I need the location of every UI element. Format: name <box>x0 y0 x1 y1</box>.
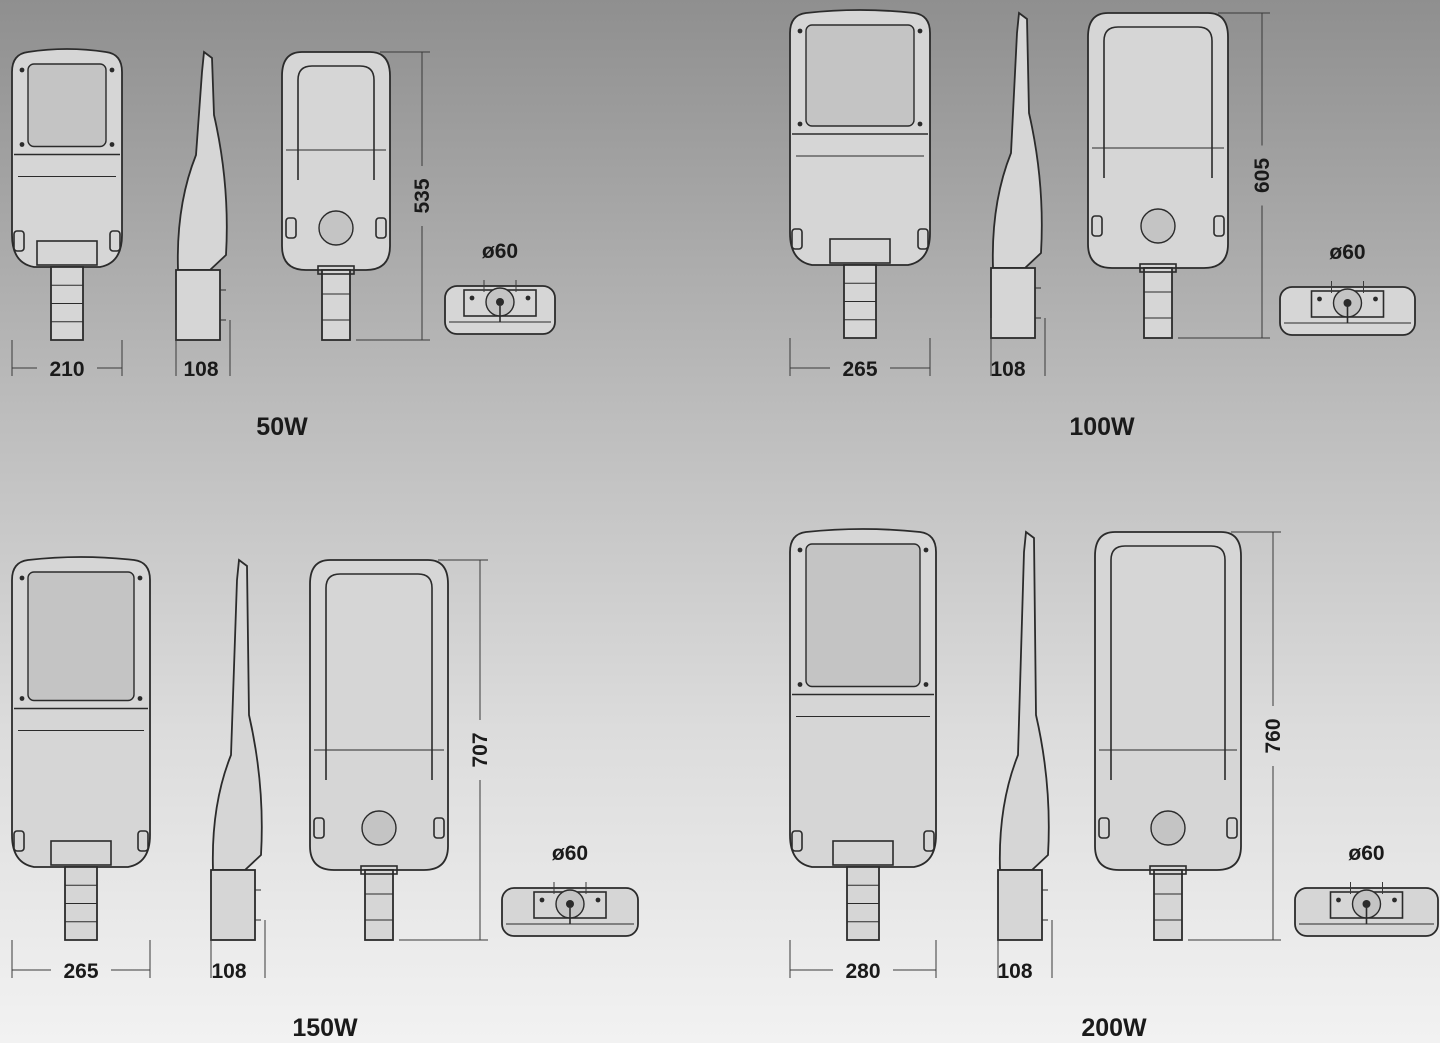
height-dimension: 760 <box>1262 718 1285 753</box>
rear-arm <box>321 269 351 341</box>
rear-arm <box>364 869 394 941</box>
side-arm <box>210 869 256 941</box>
variant-150w-panel: ø60 265 108 707 150W <box>11 556 639 1042</box>
height-dimension: 535 <box>411 178 434 213</box>
variant-50w-panel: ø60 210 108 535 50W <box>11 48 556 441</box>
rear-sensor <box>318 210 354 246</box>
depth-dimension: 108 <box>183 358 218 381</box>
variant-100w-panel: ø60 265 108 605 100W <box>789 9 1416 441</box>
rear-arm <box>1143 267 1173 339</box>
wattage-label: 50W <box>256 413 308 441</box>
front-lens <box>27 571 135 702</box>
rear-sensor <box>361 810 397 846</box>
front-lens <box>805 24 915 127</box>
side-profile <box>991 11 1043 269</box>
side-arm <box>997 869 1043 941</box>
depth-dimension: 108 <box>211 960 246 983</box>
side-arm <box>990 267 1036 339</box>
rear-housing <box>1087 12 1229 269</box>
height-dimension: 707 <box>469 732 492 767</box>
rear-sensor <box>1140 208 1176 244</box>
width-dimension: 265 <box>63 960 98 983</box>
width-dimension: 280 <box>845 960 880 983</box>
pipe-diameter-label: ø60 <box>552 842 588 865</box>
rear-housing <box>309 559 449 871</box>
depth-dimension: 108 <box>997 960 1032 983</box>
front-lens <box>27 63 107 148</box>
height-dimension: 605 <box>1251 158 1274 193</box>
wattage-label: 100W <box>1069 413 1135 441</box>
depth-dimension: 108 <box>990 358 1025 381</box>
front-lens <box>805 543 921 688</box>
variant-200w-panel: ø60 280 108 760 200W <box>789 528 1439 1042</box>
side-arm <box>175 269 221 341</box>
side-profile <box>176 50 228 271</box>
pipe-diameter-label: ø60 <box>482 240 518 263</box>
pipe-diameter-label: ø60 <box>1329 241 1365 264</box>
rear-housing <box>281 51 391 271</box>
rear-arm <box>1153 869 1183 941</box>
side-profile <box>998 530 1050 871</box>
width-dimension: 265 <box>842 358 877 381</box>
rear-housing <box>1094 531 1242 871</box>
width-dimension: 210 <box>49 358 84 381</box>
wattage-label: 150W <box>292 1014 358 1042</box>
side-profile <box>211 558 263 871</box>
rear-sensor <box>1150 810 1186 846</box>
wattage-label: 200W <box>1081 1014 1147 1042</box>
pipe-diameter-label: ø60 <box>1348 842 1384 865</box>
